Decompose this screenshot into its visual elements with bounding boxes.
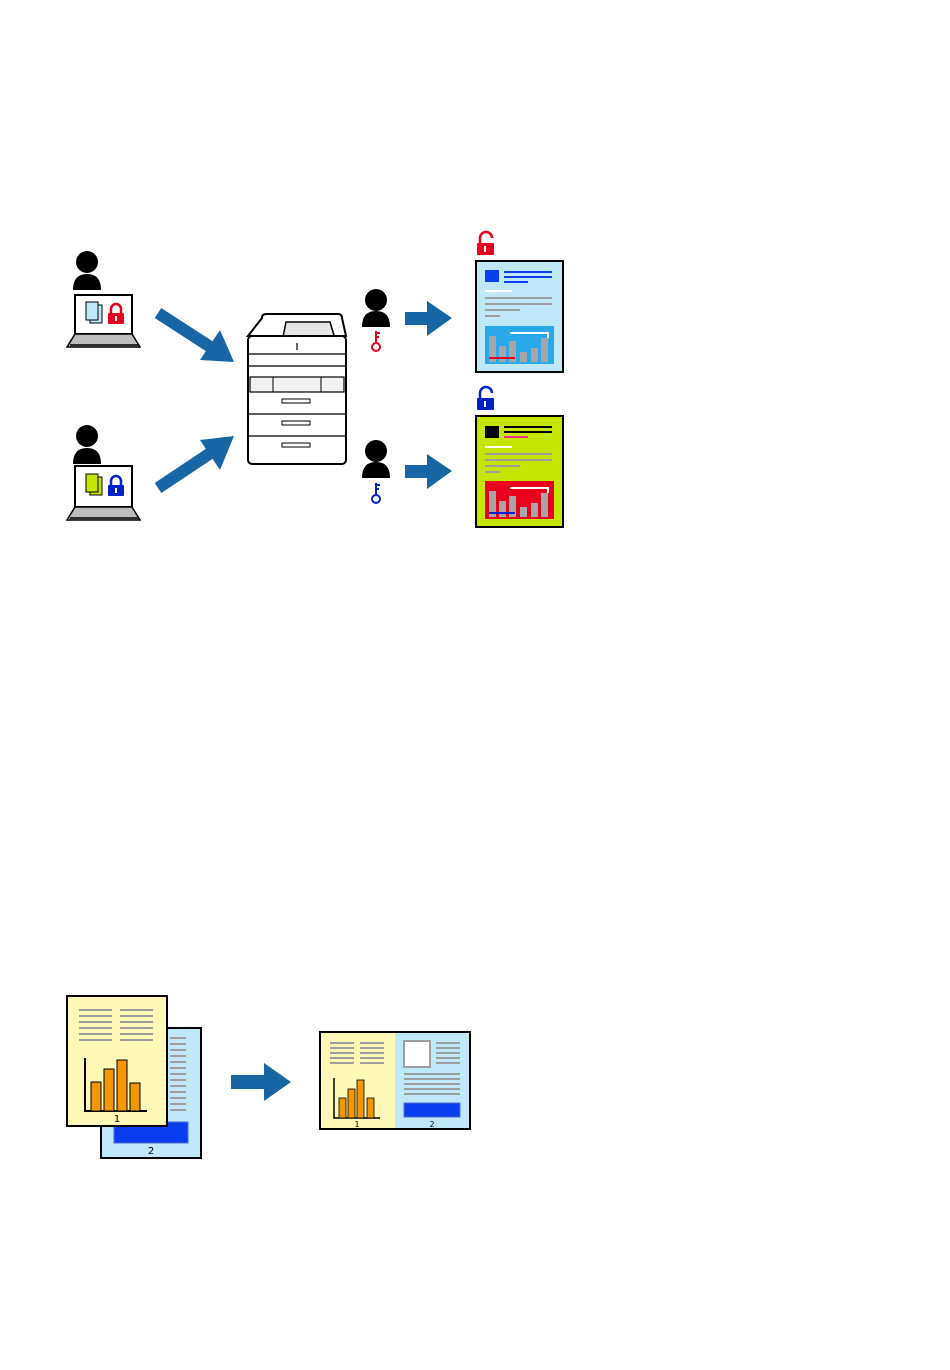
document-icon [86, 474, 102, 495]
unlock-icon [477, 232, 494, 255]
sender-bottom [67, 425, 140, 520]
laptop-icon [67, 295, 140, 347]
source-page-1: 1 [67, 996, 167, 1126]
printer-icon [248, 314, 346, 464]
arrow-icon [231, 1063, 291, 1101]
merged-output-sheet: 1 2 [320, 1032, 470, 1129]
multi-page-print-diagram: 2 1 [67, 996, 470, 1158]
user-icon [73, 251, 101, 290]
user-icon [362, 440, 390, 478]
output-document-blue [476, 261, 563, 372]
key-icon [372, 331, 380, 351]
sender-top [67, 251, 140, 347]
arrow-icon [158, 313, 234, 362]
recipient-bottom [362, 440, 390, 503]
arrow-icon [158, 436, 234, 488]
recipient-top [362, 289, 390, 351]
user-icon [362, 289, 390, 327]
user-icon [73, 425, 101, 464]
page-number-label: 1 [354, 1120, 359, 1129]
page-number-label: 2 [148, 1146, 154, 1157]
output-document-green [476, 416, 563, 527]
arrow-icon [405, 301, 452, 336]
arrow-icon [405, 454, 452, 489]
unlock-icon [477, 387, 494, 410]
page-number-label: 1 [114, 1114, 120, 1125]
key-icon [372, 483, 380, 503]
laptop-icon [67, 466, 140, 520]
page-number-label: 2 [429, 1120, 434, 1129]
document-icon [86, 302, 102, 323]
